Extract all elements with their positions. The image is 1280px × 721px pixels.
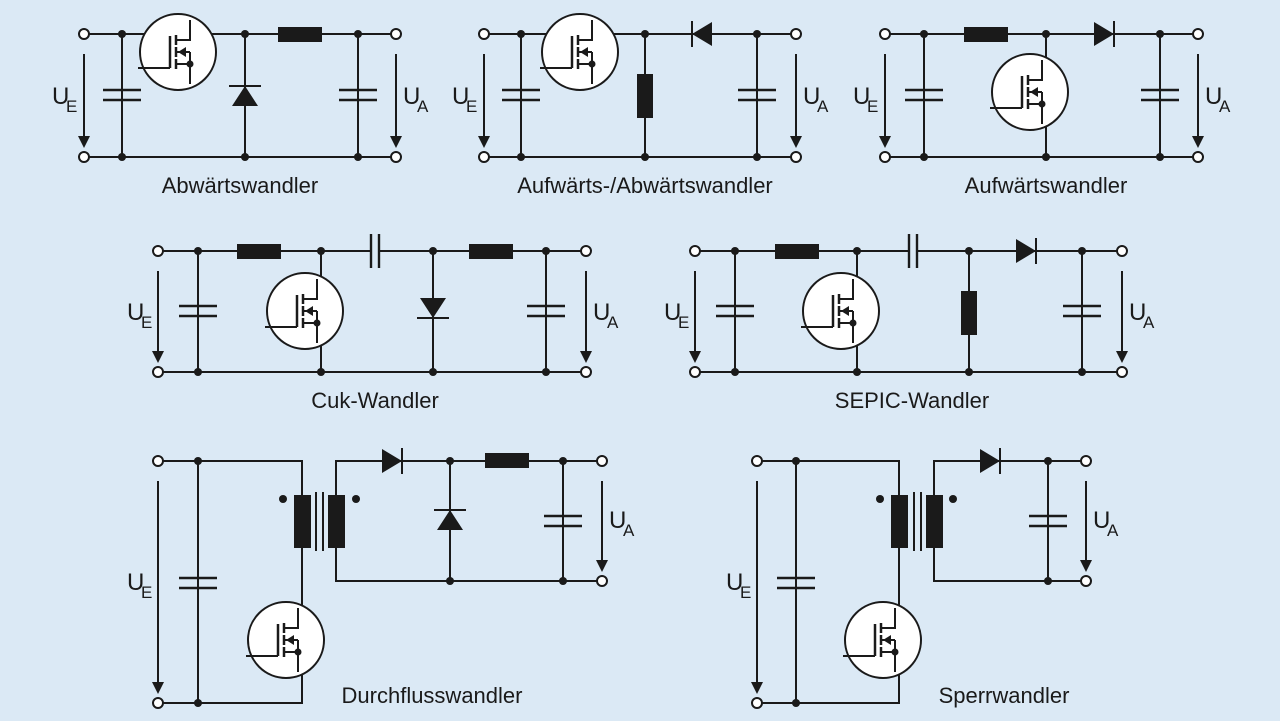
circuit-label-boost: Aufwärtswandler: [965, 173, 1128, 198]
output-voltage-symbol: U: [593, 299, 610, 326]
output-voltage-symbol: U: [1205, 83, 1222, 110]
output-voltage-subscript: A: [1107, 521, 1119, 540]
input-voltage-symbol: U: [52, 83, 69, 110]
output-voltage-subscript: A: [417, 97, 429, 116]
circuit-buck: U E U A Abwärtswandler: [52, 12, 429, 198]
circuit-label-buck-boost: Aufwärts-/Abwärtswandler: [517, 173, 773, 198]
input-voltage-subscript: E: [678, 313, 689, 332]
circuit-label-flyback: Sperrwandler: [939, 683, 1070, 708]
output-voltage-symbol: U: [1129, 299, 1146, 326]
circuit-sepic: U E U A SEPIC-Wandler: [664, 234, 1155, 413]
input-voltage-subscript: E: [466, 97, 477, 116]
circuit-label-sepic: SEPIC-Wandler: [835, 388, 989, 413]
output-voltage-symbol: U: [403, 83, 420, 110]
circuit-flyback: U E U A Sperrwandler: [726, 448, 1119, 709]
circuit-forward: U E U A Durchflusswandler: [127, 448, 635, 709]
input-voltage-symbol: U: [664, 299, 681, 326]
input-voltage-subscript: E: [141, 313, 152, 332]
output-voltage-subscript: A: [607, 313, 619, 332]
output-voltage-symbol: U: [803, 83, 820, 110]
output-voltage-subscript: A: [1219, 97, 1231, 116]
output-voltage-subscript: A: [1143, 313, 1155, 332]
input-voltage-subscript: E: [66, 97, 77, 116]
circuit-label-cuk: Cuk-Wandler: [311, 388, 439, 413]
output-voltage-subscript: A: [623, 521, 635, 540]
circuit-cuk: U E U A Cuk-Wandler: [127, 234, 619, 413]
circuit-buck-boost: U E U A Aufwärts-/Abwärtswandler: [452, 12, 829, 198]
output-voltage-symbol: U: [1093, 507, 1110, 534]
input-voltage-subscript: E: [141, 583, 152, 602]
input-voltage-symbol: U: [726, 569, 743, 596]
input-voltage-symbol: U: [127, 299, 144, 326]
input-voltage-symbol: U: [127, 569, 144, 596]
output-voltage-subscript: A: [817, 97, 829, 116]
input-voltage-symbol: U: [452, 83, 469, 110]
input-voltage-symbol: U: [853, 83, 870, 110]
output-voltage-symbol: U: [609, 507, 626, 534]
input-voltage-subscript: E: [740, 583, 751, 602]
circuit-label-buck: Abwärtswandler: [162, 173, 319, 198]
input-voltage-subscript: E: [867, 97, 878, 116]
circuit-boost: U E U A Aufwärtswandler: [853, 21, 1231, 198]
circuit-label-forward: Durchflusswandler: [342, 683, 523, 708]
